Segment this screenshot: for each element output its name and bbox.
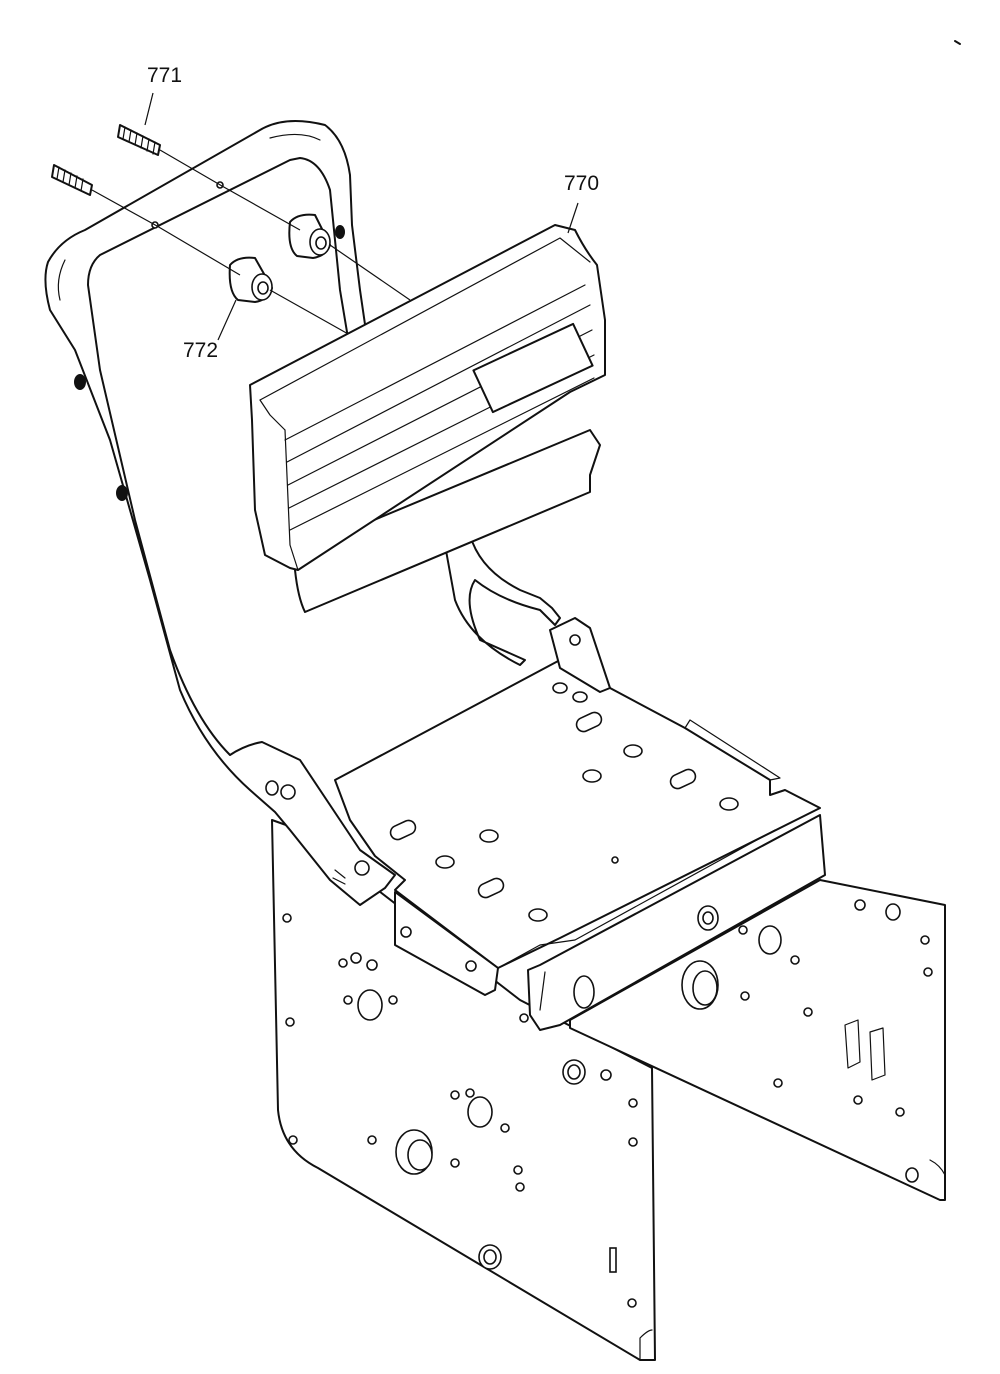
seat-base-plate bbox=[334, 617, 821, 996]
label-771: 771 bbox=[147, 64, 182, 87]
leader-lines bbox=[144, 92, 579, 341]
backrest-770 bbox=[249, 224, 606, 613]
label-770: 770 bbox=[564, 172, 599, 195]
right-side-plate bbox=[569, 879, 946, 1201]
cross-channel bbox=[527, 814, 826, 1031]
left-side-plate bbox=[271, 819, 656, 1361]
assembly-lines bbox=[91, 149, 411, 336]
seat-frame bbox=[44, 120, 396, 906]
spacer-772 bbox=[228, 213, 331, 303]
label-772: 772 bbox=[183, 339, 218, 362]
screw-771 bbox=[51, 124, 161, 196]
corner-mark bbox=[954, 40, 961, 45]
backrest-support bbox=[444, 534, 561, 666]
